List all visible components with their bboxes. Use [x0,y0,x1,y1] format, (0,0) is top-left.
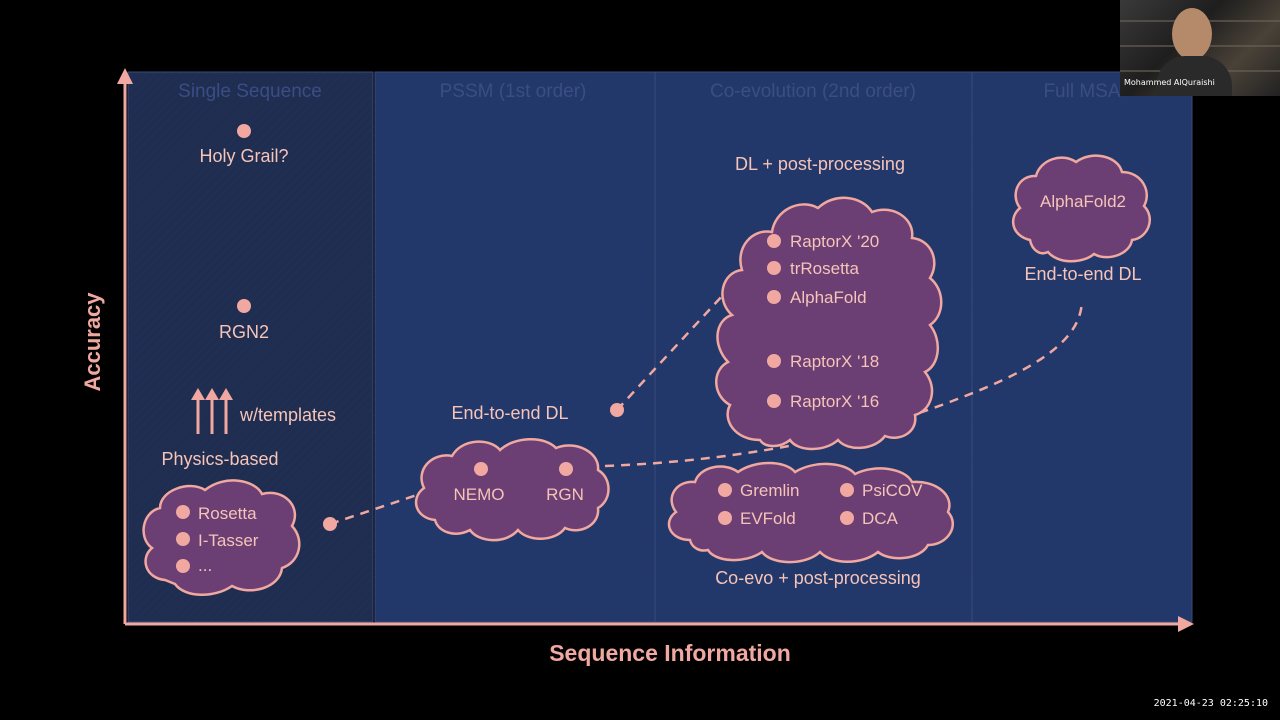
column-header-coevolution: Co-evolution (2nd order) [710,81,916,102]
cloud-item-dca: DCA [862,509,899,528]
progress-path [329,281,1084,526]
physics-based-label: Physics-based [161,449,278,469]
up-arrows-icon [191,388,233,434]
cloud-item-alphafold2: AlphaFold2 [1040,192,1126,211]
axes [117,68,1194,632]
cloud-item-itasser: I-Tasser [198,531,259,550]
cloud-item-trrosetta: trRosetta [790,259,860,278]
cloud-dl [715,196,943,451]
cloud-item-gremlin: Gremlin [740,481,800,500]
cloud-msa [1011,154,1151,263]
cloud-item-nemo: NEMO [454,485,505,504]
column-header-pssm: PSSM (1st order) [440,81,587,102]
speaker-name: Mohammed AlQuraishi [1124,78,1215,87]
cloud-item-raptorx-18: RaptorX '18 [790,352,879,371]
cloud-coevo [667,461,954,564]
rgn2-label: RGN2 [219,322,269,342]
cloud-item-ellipsis: ... [198,556,212,575]
cloud-item-rosetta: Rosetta [198,504,257,523]
cloud-item-raptorx-16: RaptorX '16 [790,392,879,411]
holy-grail-label: Holy Grail? [199,146,288,166]
cloud-item-evfold: EVFold [740,509,796,528]
cloud-item-rgn: RGN [546,485,584,504]
e2e-pssm-dot [610,403,624,417]
column-header-full-msa: Full MSA [1043,81,1120,102]
e2e-msa-label: End-to-end DL [1024,264,1141,284]
e2e-pssm-label: End-to-end DL [451,403,568,423]
cloud-item-alphafold: AlphaFold [790,288,867,307]
cloud-pssm [414,438,610,542]
holy-grail-dot [237,124,251,138]
column-header-single-sequence: Single Sequence [178,81,322,102]
physics-connector-dot [323,517,337,531]
timestamp: 2021-04-23 02:25:10 [1153,698,1268,709]
speaker-face [1172,8,1212,60]
x-axis-label: Sequence Information [549,640,791,666]
webcam-thumbnail: Mohammed AlQuraishi [1120,0,1280,96]
y-axis-label: Accuracy [80,292,105,392]
templates-label: w/templates [239,405,336,425]
rgn2-dot [237,299,251,313]
coevo-post-label: Co-evo + post-processing [715,568,921,588]
cloud-item-raptorx-20: RaptorX '20 [790,232,879,251]
dl-post-label: DL + post-processing [735,154,905,174]
cloud-item-psicov: PsiCOV [862,481,923,500]
